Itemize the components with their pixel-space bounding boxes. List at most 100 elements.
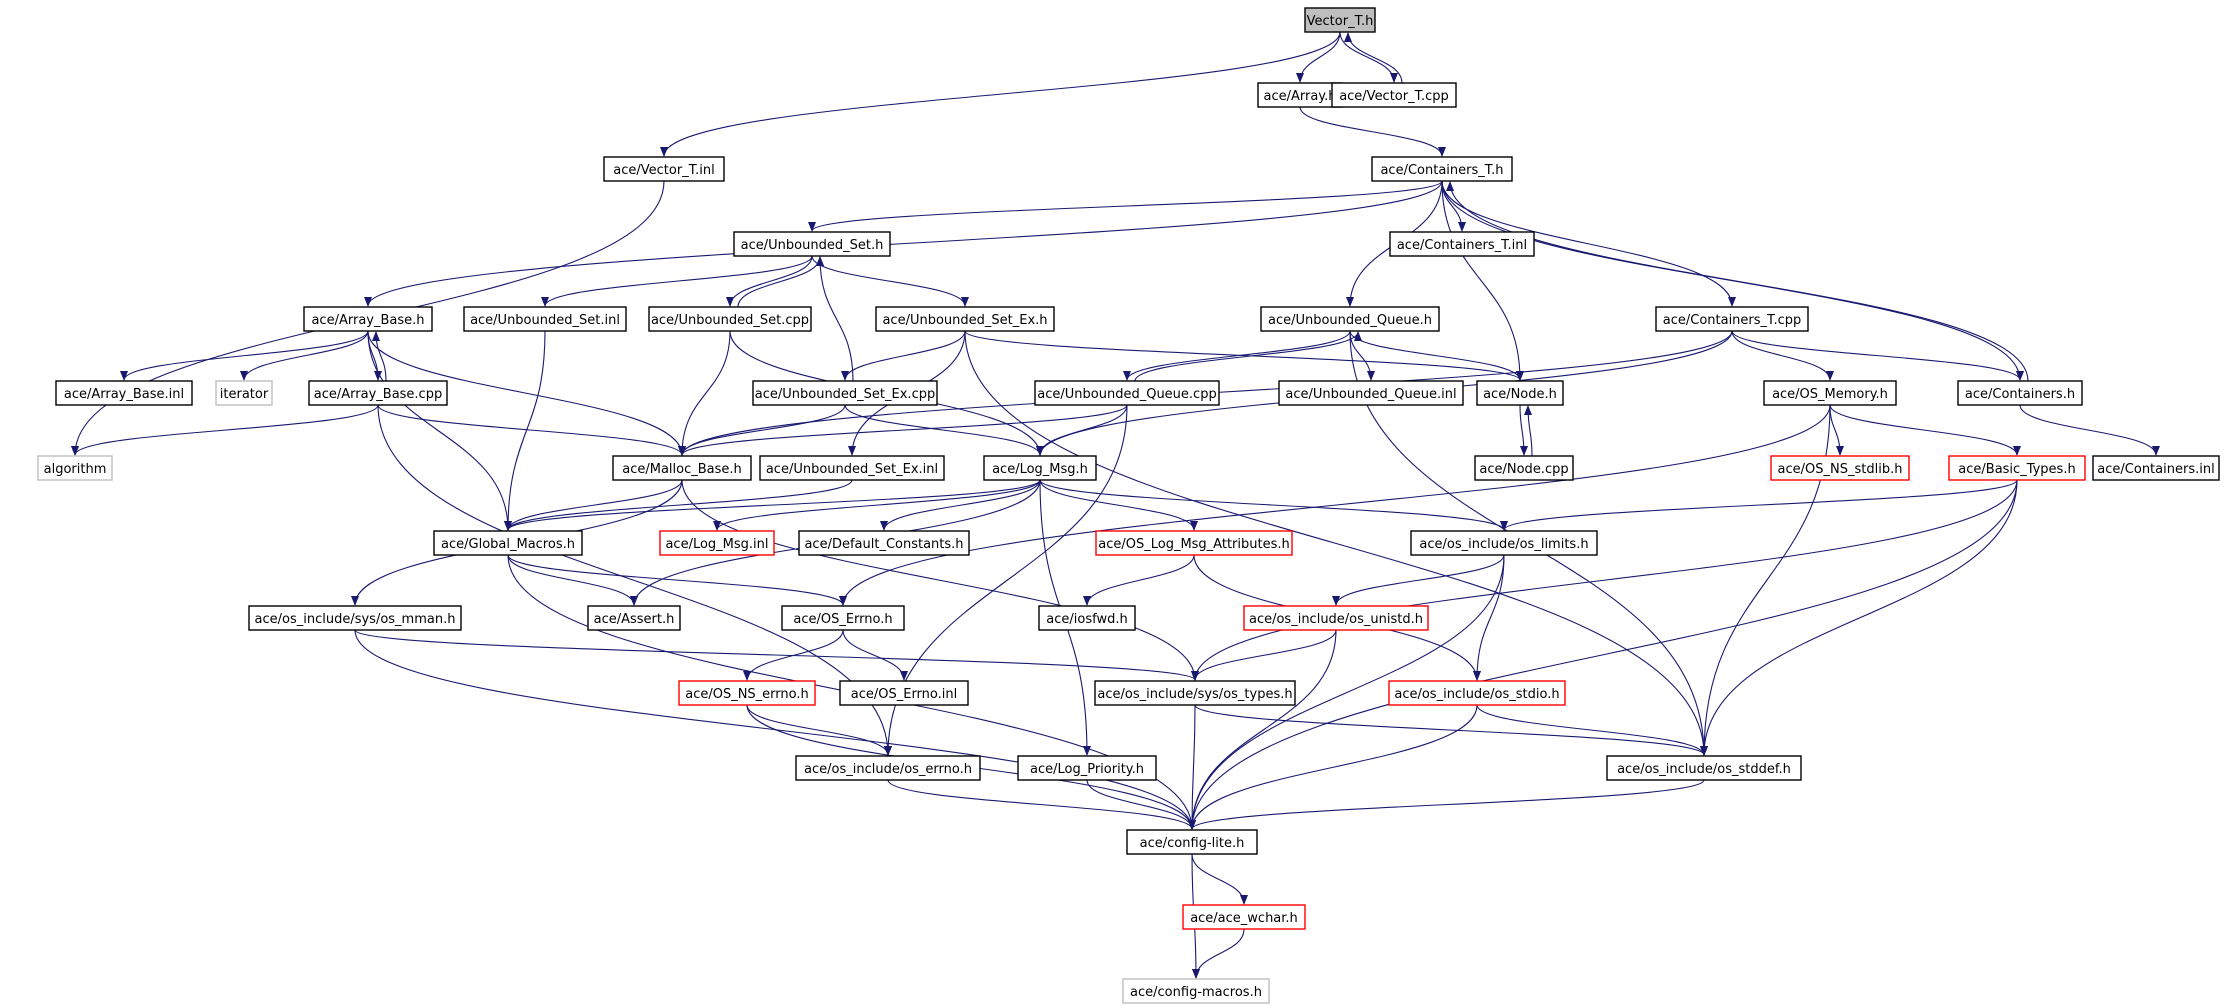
edge-unbounded_set_h-to-unbounded_set_inl <box>541 255 813 307</box>
node-os-include-os-errno-h[interactable]: ace/os_include/os_errno.h <box>795 755 981 781</box>
node-label: ace/Containers_T.cpp <box>1663 313 1801 328</box>
node-array-h[interactable]: ace/Array.h <box>1257 82 1343 108</box>
node-os-errno-h[interactable]: ace/OS_Errno.h <box>781 605 905 631</box>
node-algorithm[interactable]: algorithm <box>37 455 113 481</box>
edge-malloc_base_h-to-os_types_h <box>681 479 1199 681</box>
node-os-types-h[interactable]: ace/os_include/sys/os_types.h <box>1094 680 1296 706</box>
node-log-msg-inl[interactable]: ace/Log_Msg.inl <box>659 530 775 556</box>
edge-config_lite_h-to-ace_wchar_h <box>1191 853 1248 905</box>
node-box <box>1182 904 1306 930</box>
node-label: ace/Default_Constants.h <box>804 537 963 552</box>
node-label: algorithm <box>44 462 107 477</box>
node-box <box>1122 978 1270 1004</box>
node-unbounded-set-ex-inl[interactable]: ace/Unbounded_Set_Ex.inl <box>759 455 945 481</box>
node-ace-wchar-h[interactable]: ace/ace_wchar.h <box>1182 904 1306 930</box>
node-box <box>1476 380 1564 406</box>
edge-unbounded_set_ex_cpp-to-unbounded_set_h <box>816 256 854 382</box>
node-unbounded-set-ex-cpp[interactable]: ace/Unbounded_Set_Ex.cpp <box>752 380 938 406</box>
edge-basic_types_h-to-os_types_h <box>1191 479 2018 681</box>
node-log-priority-h[interactable]: ace/Log_Priority.h <box>1017 755 1157 781</box>
node-malloc-base-h[interactable]: ace/Malloc_Base.h <box>612 455 752 481</box>
edge-unbounded_set_ex_h-to-unbounded_set_ex_cpp <box>841 330 966 381</box>
edge-global_macros_h-to-os_errno_h <box>507 554 847 606</box>
node-unbounded-queue-inl[interactable]: ace/Unbounded_Queue.inl <box>1278 380 1464 406</box>
node-node-cpp[interactable]: ace/Node.cpp <box>1474 455 1574 481</box>
node-unbounded-set-inl[interactable]: ace/Unbounded_Set.inl <box>463 306 627 332</box>
node-unbounded-set-cpp[interactable]: ace/Unbounded_Set.cpp <box>648 306 812 332</box>
node-box <box>1948 455 2086 481</box>
node-os-errno-inl[interactable]: ace/OS_Errno.inl <box>839 680 969 706</box>
node-box <box>781 605 905 631</box>
node-config-macros-h[interactable]: ace/config-macros.h <box>1122 978 1270 1004</box>
node-array-base-inl[interactable]: ace/Array_Base.inl <box>55 380 193 406</box>
edge-unbounded_set_ex_h-to-os_stddef_h <box>964 330 1708 756</box>
node-box <box>1371 156 1513 182</box>
node-os-ns-stdlib-h[interactable]: ace/OS_NS_stdlib.h <box>1770 455 1910 481</box>
edge-unbounded_queue_cpp-to-log_msg_h <box>1036 404 1128 456</box>
edge-os_types_h-to-config_lite_h <box>1188 704 1197 830</box>
edge-os_errno_h-to-os_ns_errno_h <box>743 629 844 681</box>
node-iosfwd-h[interactable]: ace/iosfwd.h <box>1038 605 1136 631</box>
node-default-constants-h[interactable]: ace/Default_Constants.h <box>798 530 970 556</box>
node-box <box>678 680 816 706</box>
edge-vector_t_h-to-array_h <box>1296 31 1341 83</box>
node-unbounded-set-h[interactable]: ace/Unbounded_Set.h <box>733 231 891 257</box>
node-label: ace/Containers.inl <box>2097 462 2214 477</box>
node-label: ace/ace_wchar.h <box>1190 911 1298 926</box>
node-containers-t-inl[interactable]: ace/Containers_T.inl <box>1389 231 1535 257</box>
node-box <box>433 530 583 556</box>
node-global-macros-h[interactable]: ace/Global_Macros.h <box>433 530 583 556</box>
edge-unbounded_set_inl-to-global_macros_h <box>504 330 546 531</box>
edge-unbounded_set_h-to-unbounded_set_ex_h <box>811 255 969 307</box>
node-box <box>2092 455 2220 481</box>
node-box <box>308 380 448 406</box>
node-log-msg-h[interactable]: ace/Log_Msg.h <box>983 455 1097 481</box>
edge-os_memory_h-to-os_errno_h <box>839 404 1831 606</box>
node-label: ace/os_include/os_errno.h <box>804 762 972 777</box>
node-os-log-msg-attributes-h[interactable]: ace/OS_Log_Msg_Attributes.h <box>1095 530 1293 556</box>
node-iterator[interactable]: iterator <box>215 380 273 406</box>
node-box <box>1260 306 1440 332</box>
node-os-ns-errno-h[interactable]: ace/OS_NS_errno.h <box>678 680 816 706</box>
node-box <box>1126 829 1258 855</box>
node-os-limits-h[interactable]: ace/os_include/os_limits.h <box>1410 530 1598 556</box>
node-os-stdio-h[interactable]: ace/os_include/os_stdio.h <box>1388 680 1566 706</box>
node-label: ace/Unbounded_Queue.cpp <box>1037 387 1216 402</box>
node-node-h[interactable]: ace/Node.h <box>1476 380 1564 406</box>
node-config-lite-h[interactable]: ace/config-lite.h <box>1126 829 1258 855</box>
node-box <box>248 605 462 631</box>
node-label: ace/os_include/os_unistd.h <box>1249 612 1423 627</box>
node-os-memory-h[interactable]: ace/OS_Memory.h <box>1763 380 1897 406</box>
edge-os_stdio_h-to-config_lite_h <box>1188 704 1478 830</box>
node-unbounded-queue-h[interactable]: ace/Unbounded_Queue.h <box>1260 306 1440 332</box>
node-containers-inl[interactable]: ace/Containers.inl <box>2092 455 2220 481</box>
node-vector-t-inl[interactable]: ace/Vector_T.inl <box>603 156 725 182</box>
edge-unbounded_queue_h-to-unbounded_queue_cpp <box>1123 330 1351 381</box>
node-os-mman-h[interactable]: ace/os_include/sys/os_mman.h <box>248 605 462 631</box>
node-containers-t-cpp[interactable]: ace/Containers_T.cpp <box>1655 306 1809 332</box>
node-label: ace/Unbounded_Set.cpp <box>651 313 809 328</box>
node-assert-h[interactable]: ace/Assert.h <box>587 605 681 631</box>
node-os-stddef-h[interactable]: ace/os_include/os_stddef.h <box>1606 755 1802 781</box>
edge-os_log_msg_attributes_h-to-iosfwd_h <box>1083 554 1195 606</box>
node-box <box>1389 231 1535 257</box>
node-vector-t-cpp[interactable]: ace/Vector_T.cpp <box>1331 82 1457 108</box>
node-unbounded-set-ex-h[interactable]: ace/Unbounded_Set_Ex.h <box>875 306 1055 332</box>
node-box <box>463 306 627 332</box>
edge-unbounded_set_h-to-unbounded_set_cpp <box>726 255 813 307</box>
node-vector-t-h[interactable]: Vector_T.h <box>1304 7 1376 33</box>
node-os-unistd-h[interactable]: ace/os_include/os_unistd.h <box>1243 605 1429 631</box>
node-label: ace/Global_Macros.h <box>441 537 575 552</box>
node-label: ace/os_include/os_stdio.h <box>1394 687 1559 702</box>
node-containers-h[interactable]: ace/Containers.h <box>1957 380 2083 406</box>
node-unbounded-queue-cpp[interactable]: ace/Unbounded_Queue.cpp <box>1034 380 1220 406</box>
node-basic-types-h[interactable]: ace/Basic_Types.h <box>1948 455 2086 481</box>
edge-containers_h-to-containers_inl <box>2019 404 2160 456</box>
node-containers-t-h[interactable]: ace/Containers_T.h <box>1371 156 1513 182</box>
node-array-base-h[interactable]: ace/Array_Base.h <box>303 306 433 332</box>
node-box <box>55 380 193 406</box>
node-box <box>1770 455 1910 481</box>
node-array-base-cpp[interactable]: ace/Array_Base.cpp <box>308 380 448 406</box>
node-label: ace/OS_NS_errno.h <box>685 687 809 702</box>
